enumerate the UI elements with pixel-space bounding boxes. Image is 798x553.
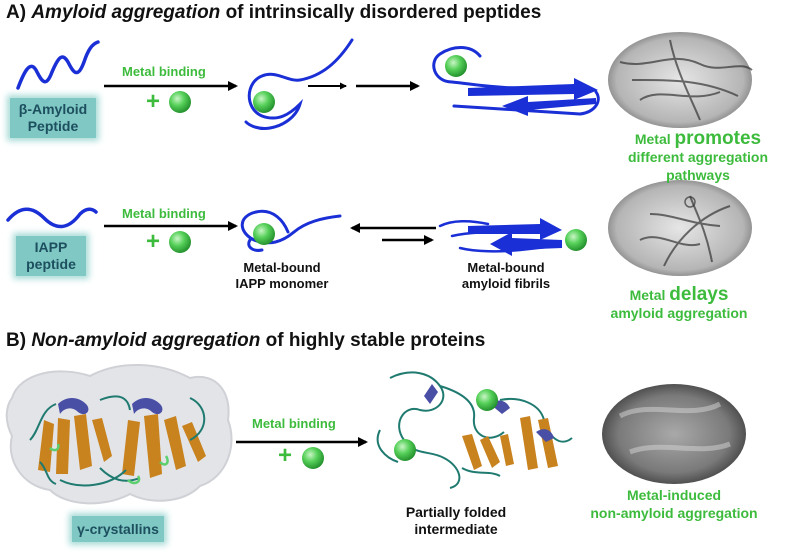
gamma-crystallins-label: γ-crystallins [72, 516, 164, 542]
iapp-peptide-coil [6, 207, 98, 229]
metal-ion [394, 439, 416, 461]
beta-strand-arrow [490, 232, 562, 256]
beta-strand-arrow [502, 96, 596, 116]
panel-b-heading: B) Non-amyloid aggregation of highly sta… [6, 330, 486, 351]
tem-image-delays [608, 180, 752, 276]
plus-sign: + [278, 442, 293, 469]
abeta-peptide-coil [16, 40, 100, 90]
tem-image-promotes [608, 32, 752, 128]
metal-ion [169, 91, 191, 113]
beta-strand-arrow [468, 218, 562, 240]
metal-ion [476, 389, 498, 411]
metal-bound-abeta [244, 38, 354, 130]
metal-ion [302, 447, 324, 469]
tem-image-non-amyloid [602, 384, 746, 484]
panel-b-metal-binding-label: Metal binding [252, 416, 336, 431]
plus-sign: + [146, 88, 161, 115]
metal-bound-iapp-monomer [240, 209, 342, 252]
abeta-fibril-coil [432, 46, 600, 116]
row1-metal-binding-label: Metal binding [122, 64, 206, 79]
panel-a-heading: A) Amyloid aggregation of intrinsically … [6, 2, 542, 23]
metal-ion [253, 91, 275, 113]
plus-sign: + [146, 228, 161, 255]
row2-metal-binding-label: Metal binding [122, 206, 206, 221]
metal-ion [169, 231, 191, 253]
partially-folded-intermediate [376, 371, 573, 489]
beta-strand-arrow [468, 78, 598, 100]
delays-result-label: Metal delays amyloid aggregation [610, 284, 748, 321]
metal-ion [445, 55, 467, 77]
metal-ion [253, 223, 275, 245]
crystallin-structure [29, 395, 206, 487]
metal-ion [565, 229, 587, 251]
promotes-result-label: Metal promotes different aggregation pat… [627, 128, 768, 183]
